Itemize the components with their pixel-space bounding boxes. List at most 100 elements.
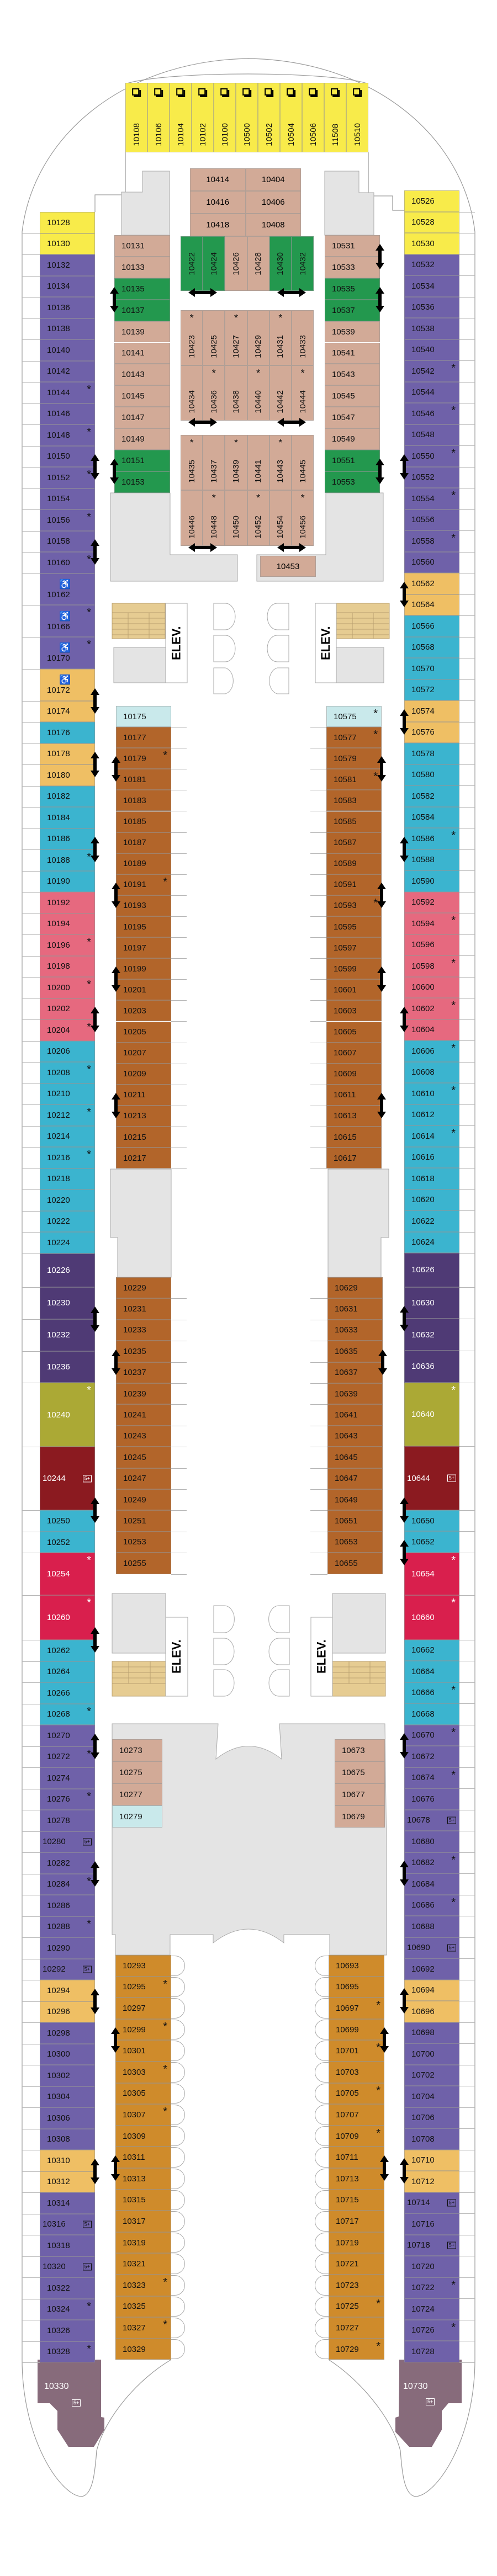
cabin-10205[interactable]: 10205 [116,1021,171,1043]
cabin-10418[interactable]: 10418 [190,214,246,236]
cabin-10596[interactable]: 10596 [404,934,459,955]
cabin-10430[interactable]: 10430 [269,236,292,291]
cabin-10215[interactable]: 10215 [116,1127,171,1148]
cabin-10617[interactable]: 10617 [326,1148,382,1169]
cabin-10426[interactable]: 10426 [225,236,247,291]
cabin-10560[interactable]: 10560 [404,551,459,573]
cabin-10135[interactable]: 10135 [114,278,170,300]
cabin-10195[interactable]: 10195 [116,916,171,938]
cabin-10438[interactable]: 10438 [225,365,247,421]
cabin-10284[interactable]: 10284* [40,1873,95,1895]
cabin-10643[interactable]: 10643 [327,1425,383,1447]
cabin-10414[interactable]: 10414 [190,168,246,191]
cabin-10206[interactable]: 10206 [40,1040,95,1062]
cabin-10235[interactable]: 10235 [116,1341,171,1362]
cabin-10132[interactable]: 10132 [40,254,95,276]
cabin-10217[interactable]: 10217 [116,1148,171,1169]
cabin-10578[interactable]: 10578 [404,743,459,764]
cabin-10160[interactable]: 10160* [40,552,95,573]
cabin-10675[interactable]: 10675 [335,1761,385,1783]
cabin-10530[interactable]: 10530 [404,233,459,254]
cabin-10532[interactable]: 10532 [404,254,459,275]
cabin-10441[interactable]: 10441 [247,435,269,490]
cabin-10700[interactable]: 10700 [404,2043,459,2065]
cabin-10207[interactable]: 10207 [116,1042,171,1064]
cabin-10231[interactable]: 10231 [116,1298,171,1320]
cabin-10179[interactable]: 10179* [116,748,171,769]
cabin-10708[interactable]: 10708 [404,2128,459,2150]
cabin-10102[interactable]: 10102 [192,83,214,152]
cabin-10553[interactable]: 10553 [325,471,380,493]
cabin-10729[interactable]: 10729* [329,2338,384,2360]
cabin-10564[interactable]: 10564 [404,594,459,615]
cabin-10191[interactable]: 10191* [116,874,171,895]
cabin-10208[interactable]: 10208* [40,1062,95,1083]
cabin-10318[interactable]: 10318 [40,2235,95,2256]
cabin-10450[interactable]: 10450 [225,490,247,546]
cabin-10701[interactable]: 10701* [329,2040,384,2062]
cabin-10540[interactable]: 10540 [404,339,459,360]
cabin-10605[interactable]: 10605 [326,1021,382,1043]
cabin-10437[interactable]: 10437 [203,435,225,490]
cabin-10183[interactable]: 10183 [116,790,171,811]
cabin-10306[interactable]: 10306 [40,2107,95,2129]
cabin-10558[interactable]: 10558* [404,530,459,552]
cabin-10319[interactable]: 10319 [115,2232,171,2254]
cabin-10541[interactable]: 10541 [325,342,380,364]
cabin-10589[interactable]: 10589 [326,853,382,874]
cabin-10549[interactable]: 10549 [325,428,380,450]
cabin-10692[interactable]: 10692 [404,1958,459,1980]
cabin-10616[interactable]: 10616 [404,1146,459,1168]
cabin-10601[interactable]: 10601 [326,979,382,1001]
cabin-10620[interactable]: 10620 [404,1189,459,1210]
cabin-10321[interactable]: 10321 [115,2253,171,2275]
cabin-10630[interactable]: 10630 [404,1287,459,1319]
cabin-10574[interactable]: 10574 [404,700,459,722]
cabin-10296[interactable]: 10296 [40,2001,95,2023]
cabin-10640[interactable]: 10640* [404,1382,459,1447]
cabin-10190[interactable]: 10190 [40,870,95,892]
cabin-10456[interactable]: *10456 [292,490,314,546]
cabin-10236[interactable]: 10236 [40,1351,95,1383]
cabin-10581[interactable]: 10581* [326,769,382,790]
cabin-10707[interactable]: 10707 [329,2104,384,2126]
cabin-10423[interactable]: *10423 [181,310,203,365]
cabin-10104[interactable]: 10104 [170,83,192,152]
cabin-10585[interactable]: 10585 [326,811,382,832]
cabin-10138[interactable]: 10138 [40,318,95,339]
cabin-10726[interactable]: 10726* [404,2319,459,2341]
cabin-10592[interactable]: 10592 [404,891,459,913]
cabin-10610[interactable]: 10610* [404,1083,459,1104]
cabin-10322[interactable]: 10322 [40,2277,95,2299]
cabin-10131[interactable]: 10131 [114,235,170,257]
cabin-10313[interactable]: 10313 [115,2168,171,2190]
cabin-10622[interactable]: 10622 [404,1210,459,1232]
cabin-10684[interactable]: 10684 [404,1873,459,1895]
cabin-10218[interactable]: 10218 [40,1168,95,1189]
cabin-10162[interactable]: ♿10162 [40,573,95,606]
cabin-10300[interactable]: 10300 [40,2043,95,2065]
cabin-10202[interactable]: 10202 [40,998,95,1019]
cabin-10526[interactable]: 10526 [404,190,459,212]
cabin-10254[interactable]: 10254* [40,1553,95,1596]
cabin-10128[interactable]: 10128 [40,212,95,233]
cabin-10201[interactable]: 10201 [116,979,171,1001]
cabin-10177[interactable]: 10177 [116,727,171,748]
cabin-10230[interactable]: 10230 [40,1287,95,1319]
cabin-10237[interactable]: 10237 [116,1362,171,1383]
cabin-10632[interactable]: 10632 [404,1319,459,1351]
cabin-10699[interactable]: 10699 [329,2019,384,2041]
cabin-10180[interactable]: 10180 [40,764,95,786]
cabin-10688[interactable]: 10688 [404,1916,459,1937]
cabin-10270[interactable]: 10270 [40,1725,95,1746]
cabin-10713[interactable]: 10713 [329,2168,384,2190]
cabin-10535[interactable]: 10535 [325,278,380,300]
cabin-10174[interactable]: 10174 [40,700,95,722]
cabin-10727[interactable]: 10727 [329,2317,384,2339]
cabin-10406[interactable]: 10406 [245,191,301,214]
